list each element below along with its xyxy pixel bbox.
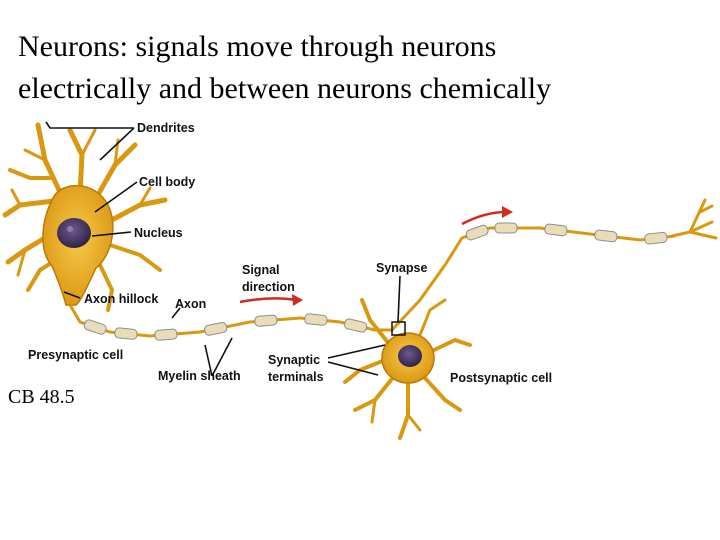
axon-core	[68, 226, 676, 338]
title-line-1: Neurons: signals move through neurons	[18, 30, 497, 63]
myelin-segment	[83, 319, 107, 335]
label-synaptic-terminals-line2: terminals	[268, 370, 324, 384]
label-cell-body: Cell body	[139, 175, 195, 189]
label-presynaptic-cell: Presynaptic cell	[28, 348, 123, 362]
label-signal-direction-line2: direction	[242, 280, 295, 294]
figure-caption: CB 48.5	[8, 386, 75, 408]
label-postsynaptic-cell: Postsynaptic cell	[450, 371, 552, 385]
nucleolus	[67, 226, 73, 232]
myelin-segment	[154, 328, 178, 341]
myelin-segment	[494, 222, 518, 234]
leader-lines	[45, 121, 401, 377]
myelin-segment	[344, 318, 368, 333]
myelin-segment	[594, 229, 618, 243]
myelin-segment	[644, 231, 668, 245]
myelin-segment	[544, 223, 568, 237]
label-axon: Axon	[175, 297, 206, 311]
label-signal-direction-line1: Signal	[242, 263, 280, 277]
myelin-segment	[204, 322, 228, 336]
myelin-segment	[465, 224, 489, 241]
axon-terminal-branches	[670, 198, 718, 240]
postsynaptic-dendrites	[343, 298, 472, 440]
label-synaptic-terminals-line1: Synaptic	[268, 353, 320, 367]
myelin-sheath-segments	[68, 222, 676, 341]
label-nucleus: Nucleus	[134, 226, 183, 240]
myelin-segment	[254, 314, 278, 327]
myelin-segment	[114, 327, 138, 340]
signal-arrowhead-1	[292, 294, 303, 306]
postsynaptic-nucleus	[398, 345, 422, 367]
myelin-segment	[304, 313, 328, 326]
label-dendrites: Dendrites	[137, 121, 195, 135]
title-line-2: electrically and between neurons chemica…	[18, 72, 552, 105]
label-axon-hillock: Axon hillock	[84, 292, 158, 306]
label-synapse: Synapse	[376, 261, 427, 275]
presynaptic-nucleus	[57, 218, 91, 248]
slide-title: Neurons: signals move through neurons el…	[18, 26, 708, 110]
signal-arrowhead-2	[502, 206, 513, 218]
label-myelin-sheath: Myelin sheath	[158, 369, 241, 383]
